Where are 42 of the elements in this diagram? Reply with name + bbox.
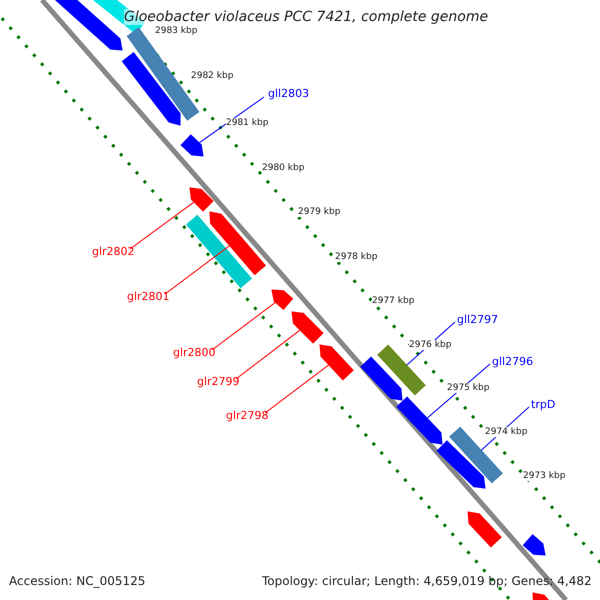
tick-label: 2974 kbp: [485, 427, 528, 437]
gene-label: gll2803: [268, 87, 310, 100]
gene-feature: [436, 440, 486, 489]
gene-feature: [467, 511, 502, 548]
title: Gloeobacter violaceus PCC 7421, complete genome: [124, 9, 488, 25]
gene-label: glr2801: [127, 290, 170, 303]
tick-label: 2982 kbp: [191, 71, 234, 81]
gene-feature: [122, 52, 181, 126]
gene-feature: [180, 134, 204, 157]
gene-feature: [271, 289, 294, 310]
genome-info-text: Topology: circular; Length: 4,659,019 bp; Genes: 4,482: [262, 574, 592, 588]
gene-feature: [360, 356, 403, 401]
leader-line: [164, 245, 230, 294]
gene-label: trpD: [531, 398, 556, 411]
gene-feature: [522, 534, 546, 556]
gene-feature: [291, 311, 324, 344]
tick-label: 2980 kbp: [262, 163, 304, 173]
gene-feature: [396, 396, 443, 445]
tick-label: 2975 kbp: [447, 383, 490, 393]
tick-label: 2981 kbp: [226, 118, 268, 128]
gene-label: gll2796: [492, 355, 534, 368]
leader-line: [212, 302, 276, 350]
leader-line: [236, 330, 300, 380]
tick-label: 2979 kbp: [298, 207, 340, 217]
feature-bar: [186, 214, 252, 288]
tick-label: 2978 kbp: [335, 252, 378, 262]
gene-feature: [209, 211, 266, 276]
tick-label: 2977 kbp: [372, 296, 414, 306]
leader-line: [264, 364, 330, 414]
leader-line: [199, 96, 264, 144]
gene-label: glr2800: [173, 346, 216, 359]
leader-line: [130, 202, 194, 250]
gene-label: glr2802: [92, 245, 135, 258]
gene-label: glr2799: [197, 375, 240, 388]
tick-label: 2983 kbp: [155, 26, 198, 36]
gene-label: glr2798: [226, 409, 269, 422]
gene-label: gll2797: [457, 313, 498, 326]
gene-feature: [189, 187, 214, 212]
tick-label: 2973 kbp: [523, 471, 566, 481]
tick-label: 2976 kbp: [409, 340, 452, 350]
accession-text: Accession: NC_005125: [9, 574, 146, 588]
gene-feature: [319, 344, 354, 380]
